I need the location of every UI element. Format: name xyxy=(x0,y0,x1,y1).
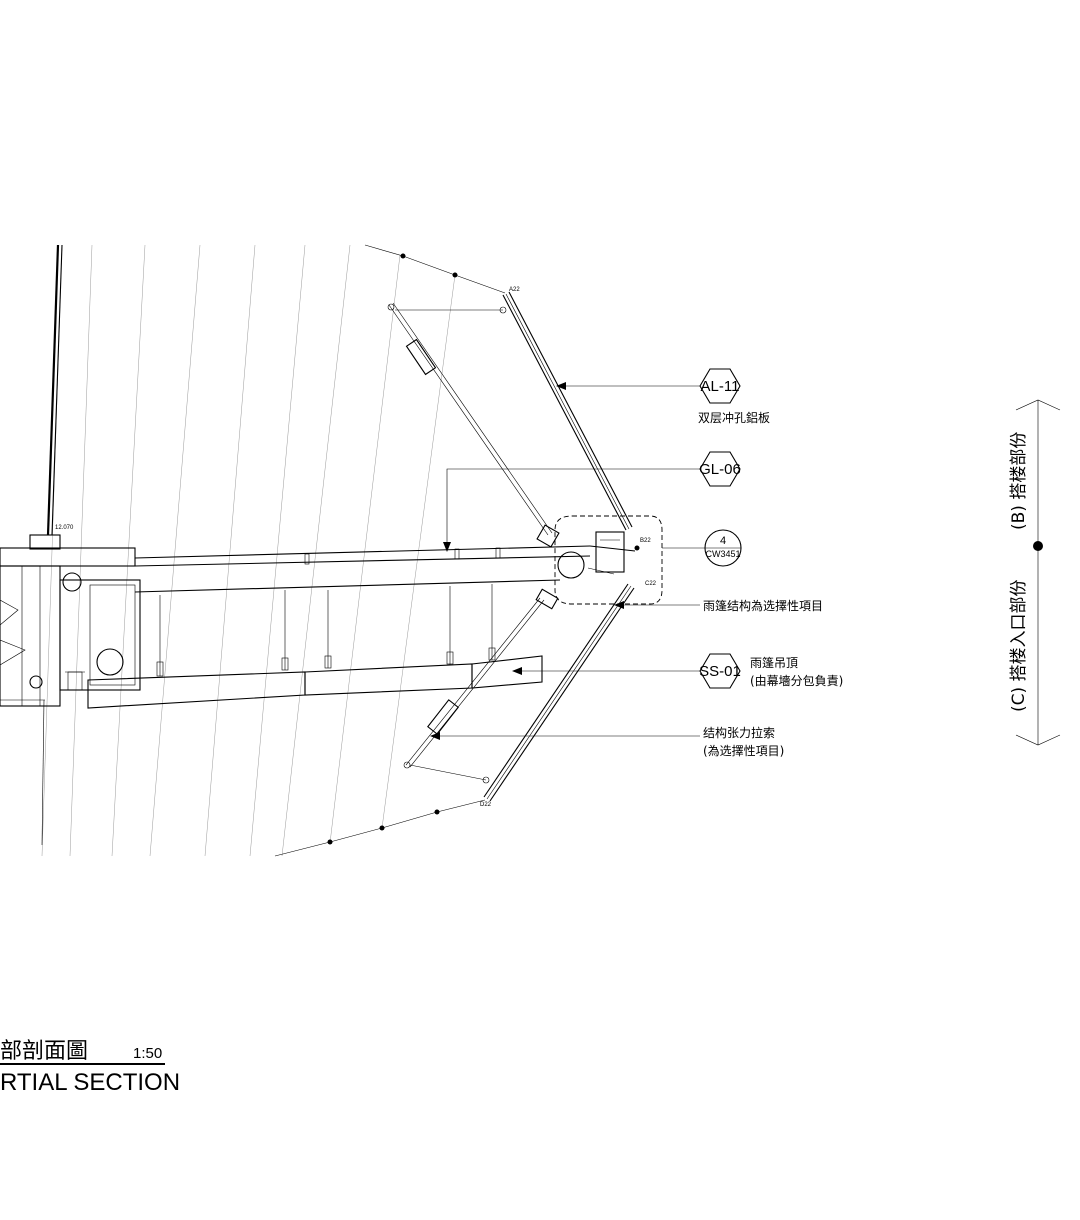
lower-panel xyxy=(483,583,635,802)
level-label: 12.070 xyxy=(55,525,74,531)
tag-al-11: AL-11 xyxy=(556,368,741,404)
label-b22: B22 xyxy=(640,538,651,544)
ss-description-2: (由幕墻分包負責) xyxy=(750,674,843,688)
curtain-wall-mullion xyxy=(41,244,63,846)
tag-al-label: AL-11 xyxy=(701,378,740,395)
tag-ss-label: SS-01 xyxy=(699,663,741,680)
cable-note-leader xyxy=(430,732,700,740)
ss-description-1: 雨篷吊頂 xyxy=(750,655,798,670)
detail-reference: 4 CW3451 xyxy=(662,529,742,567)
beam-end-node xyxy=(535,515,663,610)
lower-tension-rod xyxy=(403,597,545,784)
base-assembly xyxy=(0,534,141,707)
tag-gl-06: GL-06 xyxy=(443,451,741,552)
upper-panel xyxy=(502,291,640,551)
detail-sheet: CW3451 xyxy=(705,549,740,559)
cable-description-2: (為选擇性項目) xyxy=(703,743,784,758)
detail-number: 4 xyxy=(720,535,726,547)
canopy-note-leader xyxy=(614,601,700,609)
ceiling-hangers xyxy=(156,584,496,677)
label-a22: A22 xyxy=(509,287,520,293)
fan-rays xyxy=(41,244,456,857)
title-english: RTIAL SECTION xyxy=(0,1069,180,1096)
zone-indicator: (B) 搭楼部份 (C) 搭楼入口部份 xyxy=(1009,399,1061,746)
canopy-beam xyxy=(134,545,636,593)
title-block: 部剖面圖 1:50 RTIAL SECTION xyxy=(0,1039,180,1096)
upper-tension-rod xyxy=(387,302,553,536)
tag-ss-01: SS-01 xyxy=(512,653,741,689)
tag-gl-label: GL-06 xyxy=(699,461,741,478)
cable-description-1: 结构张力拉索 xyxy=(703,725,775,740)
control-arc xyxy=(274,244,506,857)
canopy-optional-note: 雨篷结构為选擇性項目 xyxy=(703,598,823,613)
suspended-ceiling xyxy=(87,655,543,709)
title-scale: 1:50 xyxy=(133,1045,162,1062)
zone-lower-label: (C) 搭楼入口部份 xyxy=(1009,579,1029,712)
label-d22: D22 xyxy=(480,802,492,808)
label-c22: C22 xyxy=(645,581,657,587)
al-description: 双层冲孔鋁板 xyxy=(698,410,770,425)
title-chinese: 部剖面圖 xyxy=(0,1039,88,1064)
zone-upper-label: (B) 搭楼部份 xyxy=(1009,432,1029,530)
